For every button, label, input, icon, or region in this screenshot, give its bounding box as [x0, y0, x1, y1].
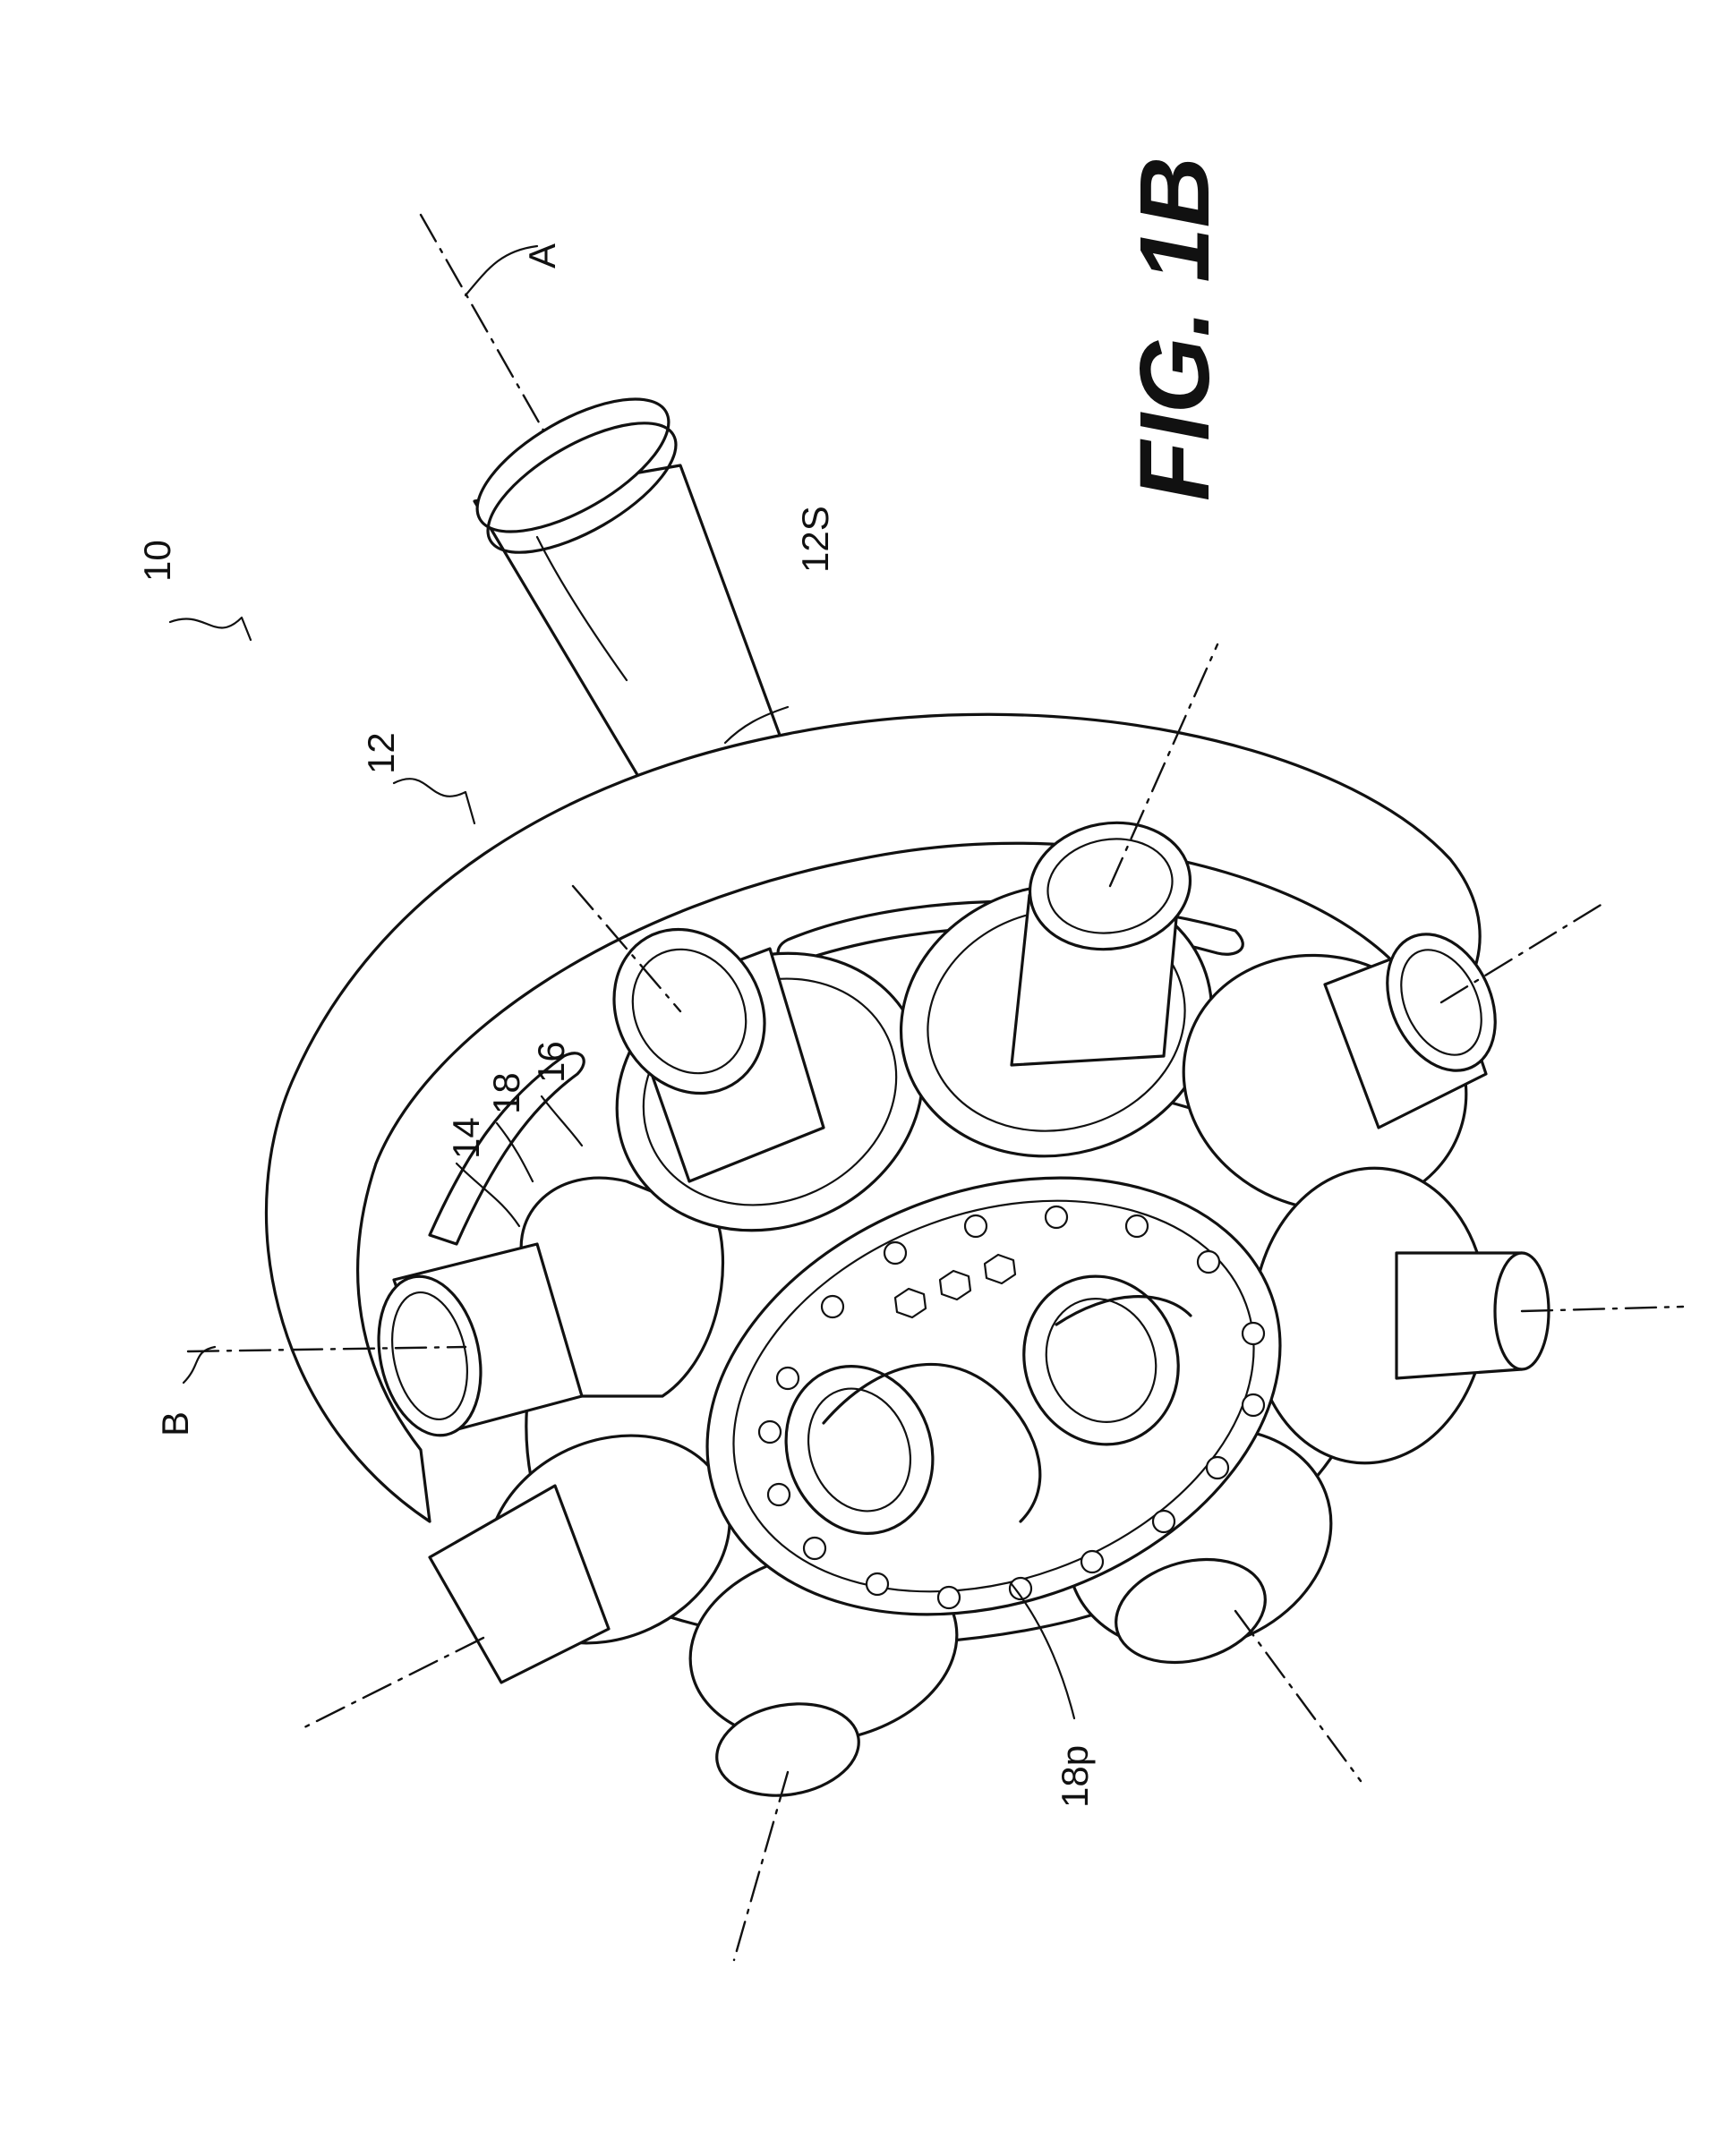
label-b: B — [154, 1411, 196, 1436]
label-16: 16 — [530, 1041, 572, 1083]
leader-12 — [394, 779, 474, 823]
label-12s: 12S — [794, 506, 836, 573]
label-10: 10 — [136, 540, 178, 582]
label-14: 14 — [445, 1117, 487, 1159]
label-18: 18 — [485, 1072, 527, 1114]
port-lower-right — [1241, 1158, 1683, 1472]
figure-title: FIG. 1B — [1120, 157, 1230, 501]
label-12: 12 — [360, 732, 402, 774]
label-a: A — [521, 243, 563, 268]
leader-14 — [457, 1163, 519, 1226]
leader-10 — [170, 618, 251, 640]
leader-18 — [497, 1123, 533, 1181]
label-18p: 18p — [1054, 1745, 1096, 1808]
leader-16 — [542, 1096, 582, 1146]
